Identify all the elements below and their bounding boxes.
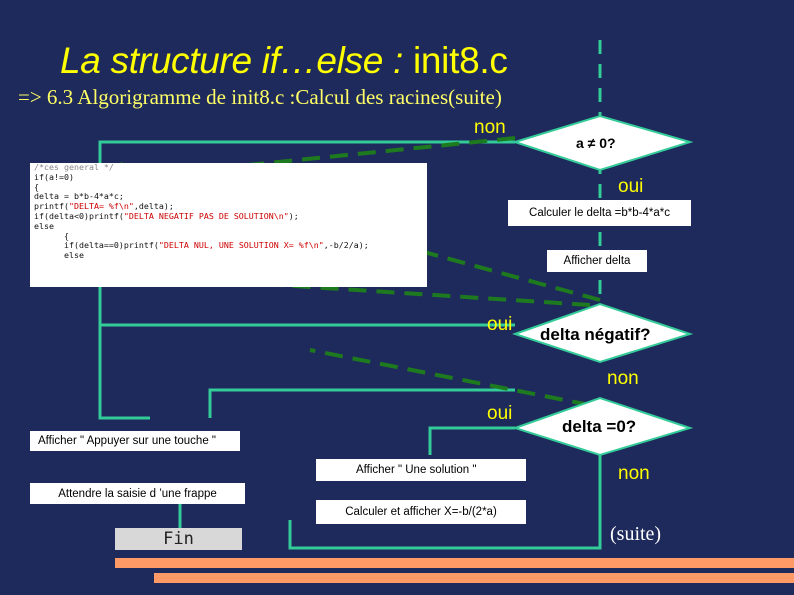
code-text: { [34, 181, 39, 192]
decision-delta-zero-text: delta =0? [562, 417, 637, 436]
dashed-arrow-2 [372, 230, 601, 302]
label-oui-a: oui [618, 176, 644, 197]
non-flow-line [98, 140, 515, 164]
label-oui-zero: oui [487, 403, 513, 424]
code-text: ,delta); [133, 201, 174, 212]
suite-label: (suite) [610, 523, 662, 545]
box-afficher-une-solution: Afficher " Une solution " [316, 459, 526, 481]
code-listing: /*ces general */if(a!=0){delta = b*b-4*a… [30, 163, 427, 287]
label-non-a: non [474, 117, 506, 138]
label-non-negatif: non [607, 368, 639, 389]
diamond-delta-negatif [511, 302, 694, 364]
code-string: "DELTA NEGATIF PAS DE SOLUTION\n" [123, 210, 289, 221]
box-attendre-frappe: Attendre la saisie d ’une frappe [30, 483, 245, 504]
label-oui-negatif: oui [487, 314, 513, 335]
code-line: { [34, 230, 427, 242]
subtitle: => 6.3 Algorigramme de init8.c :Calcul d… [18, 85, 502, 109]
decision-delta-negatif-text: delta négatif? [540, 325, 651, 344]
code-text: ); [288, 210, 299, 221]
code-line: { [34, 181, 427, 193]
code-line: if(delta<0)printf("DELTA NEGATIF PAS DE … [34, 210, 427, 222]
code-text: /*ces general */ [34, 163, 114, 172]
code-string: "DELTA= %f\n" [68, 201, 134, 212]
box-calculer-x: Calculer et afficher X=-b/(2*a) [316, 500, 526, 524]
page-title: La structure if…else : init8.c [60, 40, 508, 82]
code-string: "DELTA NUL, UNE SOLUTION X= %f\n" [158, 240, 324, 251]
end-terminal: Fin [115, 528, 242, 550]
code-line: if(delta==0)printf("DELTA NUL, UNE SOLUT… [34, 240, 427, 251]
code-text: { [34, 230, 69, 241]
code-line: if(a!=0) [34, 171, 427, 183]
code-line: else [34, 220, 427, 232]
code-down-line [98, 287, 150, 420]
code-text: else [34, 250, 84, 261]
title-main: La structure if…else : [60, 40, 413, 81]
box-afficher-appuyer: Afficher " Appuyer sur une touche " [30, 431, 240, 451]
diamond-delta-zero [511, 396, 694, 457]
suite-line [288, 455, 602, 550]
code-line: delta = b*b-4*a*c; [34, 191, 427, 202]
accent-bar-bottom [154, 573, 794, 583]
label-non-zero: non [618, 463, 650, 484]
box-afficher-delta: Afficher delta [547, 250, 647, 272]
une-solution-line [428, 426, 515, 455]
code-text: delta = b*b-4*a*c; [34, 191, 124, 202]
title-code: init8.c [412, 40, 508, 81]
code-line: /*ces general */ [34, 163, 427, 173]
code-text: else [34, 220, 54, 231]
code-line: else [34, 250, 427, 261]
code-text: ,-b/2/a); [323, 240, 369, 251]
diamond-a-ne-0 [511, 114, 694, 172]
box-calculer-delta: Calculer le delta =b*b-4*a*c [508, 200, 691, 226]
oui-zero-line [208, 388, 515, 418]
code-text: if(delta<0)printf( [34, 210, 124, 221]
decision-a-ne-0-text: a ≠ 0? [576, 135, 616, 151]
code-text: if(delta==0)printf( [34, 240, 159, 251]
code-text: if(a!=0) [34, 171, 74, 182]
dashed-arrow-4 [309, 348, 591, 407]
accent-bar-top [115, 558, 794, 568]
code-text: printf( [34, 201, 69, 212]
code-line: printf("DELTA= %f\n",delta); [34, 201, 427, 212]
